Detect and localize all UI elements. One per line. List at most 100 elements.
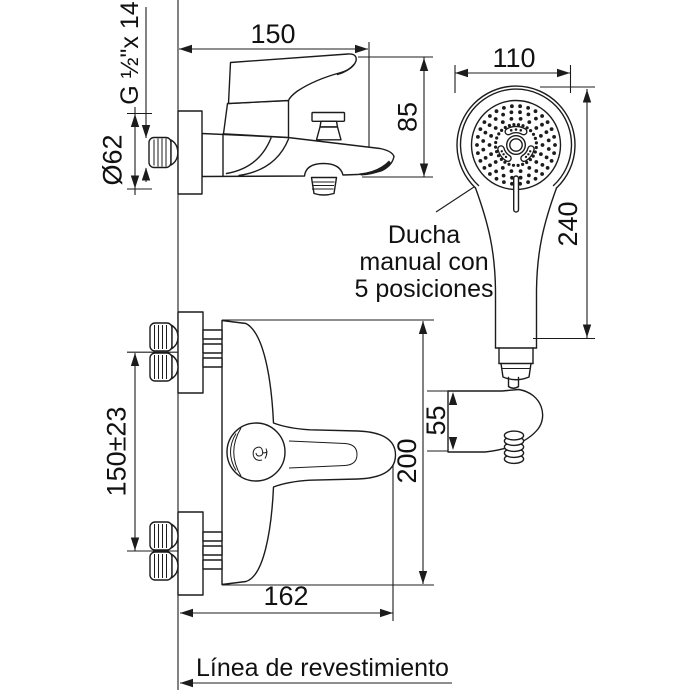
spray-dot xyxy=(540,163,545,167)
dimension-arrowheads xyxy=(130,44,592,688)
dim-front-height-label: 200 xyxy=(392,438,422,483)
spray-dot xyxy=(552,151,556,156)
dim-front-width-label: 162 xyxy=(263,581,308,611)
spray-dot xyxy=(488,114,492,118)
spray-dot xyxy=(476,151,480,156)
shower-handle xyxy=(474,187,558,389)
lever-handle-side xyxy=(227,53,357,105)
spray-dot xyxy=(512,123,516,127)
spray-dot xyxy=(540,143,545,147)
spray-dot xyxy=(481,139,486,143)
spray-dot xyxy=(544,130,549,135)
dim-side-height-label: 85 xyxy=(393,102,423,132)
mixer-side-body xyxy=(201,132,395,178)
spray-dot xyxy=(509,117,514,121)
arrowhead xyxy=(455,68,468,78)
spray-dot xyxy=(545,166,550,170)
arrowhead xyxy=(418,321,428,334)
spray-dot xyxy=(546,138,551,143)
spray-dot xyxy=(503,160,507,164)
spray-dot xyxy=(493,117,498,121)
diverter-knob-neck xyxy=(319,120,339,128)
wall-plate-top xyxy=(177,311,204,394)
spray-dot xyxy=(500,166,505,170)
spray-dot xyxy=(534,126,539,130)
spray-dot xyxy=(526,106,530,110)
fv-logo-icon xyxy=(252,446,268,461)
spray-dot xyxy=(526,180,530,185)
spray-dot xyxy=(533,136,538,140)
arrowhead xyxy=(448,437,458,450)
spray-dot xyxy=(488,172,492,176)
spray-dot xyxy=(529,129,533,133)
spray-dot xyxy=(502,106,506,110)
connector-cap xyxy=(149,352,173,382)
spray-dot xyxy=(546,147,551,151)
spray-dot xyxy=(510,181,514,186)
shower-head-outline xyxy=(456,85,576,189)
spray-dot xyxy=(501,112,505,117)
spray-dot xyxy=(510,175,514,180)
spray-dot xyxy=(494,169,498,174)
spray-dot xyxy=(478,127,483,131)
spray-dot xyxy=(494,176,499,181)
wall-plate-bottom xyxy=(177,511,204,596)
spout-outlet-thread xyxy=(310,176,338,196)
spray-dot xyxy=(552,135,556,139)
shower-note-line3: 5 posiciones xyxy=(355,275,494,303)
spray-dot xyxy=(534,141,539,145)
supply-connectors xyxy=(149,322,179,581)
spray-dot xyxy=(495,150,499,154)
spray-dot xyxy=(521,124,525,128)
spray-dot xyxy=(511,163,516,167)
spray-dot xyxy=(499,157,503,161)
mixer-front-view xyxy=(149,311,397,596)
shower-note-line2: manual con xyxy=(359,248,488,276)
lever-inner-line xyxy=(288,440,358,469)
hose-nut xyxy=(500,362,532,381)
spray-dot xyxy=(521,162,525,166)
spray-dot xyxy=(540,114,544,118)
connector-cap xyxy=(149,322,173,352)
spray-dot xyxy=(549,127,554,131)
spray-dot xyxy=(533,176,538,181)
spray-dot xyxy=(509,169,514,174)
spray-dot xyxy=(509,110,514,115)
thread-size-label: G ½"x 14 xyxy=(116,1,144,104)
cap-ridge-arc xyxy=(230,433,237,471)
mixer-side-view xyxy=(148,53,395,196)
spray-dot xyxy=(487,123,492,127)
spray-dot xyxy=(497,132,501,136)
arrowhead xyxy=(582,324,592,338)
spray-dot xyxy=(533,150,537,154)
supply-stubs xyxy=(202,329,223,570)
spray-dot xyxy=(487,143,492,147)
spray-dot xyxy=(527,120,532,124)
arrowhead xyxy=(179,44,192,54)
spray-dot xyxy=(527,173,531,178)
arrowhead xyxy=(130,175,140,189)
arrowhead xyxy=(180,608,193,618)
note-leader-line xyxy=(435,186,475,213)
spray-dot xyxy=(489,152,493,157)
spray-dot xyxy=(528,158,533,162)
spray-dot xyxy=(516,123,521,127)
spray-dot xyxy=(483,130,488,135)
spray-dot xyxy=(494,109,499,114)
spray-dot xyxy=(476,135,480,139)
connector-tip xyxy=(171,553,179,579)
spray-dot xyxy=(489,134,493,138)
spray-dot xyxy=(500,128,504,132)
arrowhead xyxy=(141,167,151,181)
spray-dot xyxy=(478,159,483,163)
spray-dot xyxy=(549,159,554,163)
shower-note-line1: Ducha xyxy=(388,221,460,249)
spray-dot xyxy=(495,136,499,140)
connector-cap xyxy=(149,521,173,551)
spray-dot xyxy=(526,112,531,117)
dim-head-diameter-label: 110 xyxy=(492,43,535,73)
cap-ridge-arc xyxy=(233,427,242,477)
spray-dot xyxy=(531,132,536,136)
dimension-lines xyxy=(127,0,595,690)
selector-hub xyxy=(509,138,523,152)
